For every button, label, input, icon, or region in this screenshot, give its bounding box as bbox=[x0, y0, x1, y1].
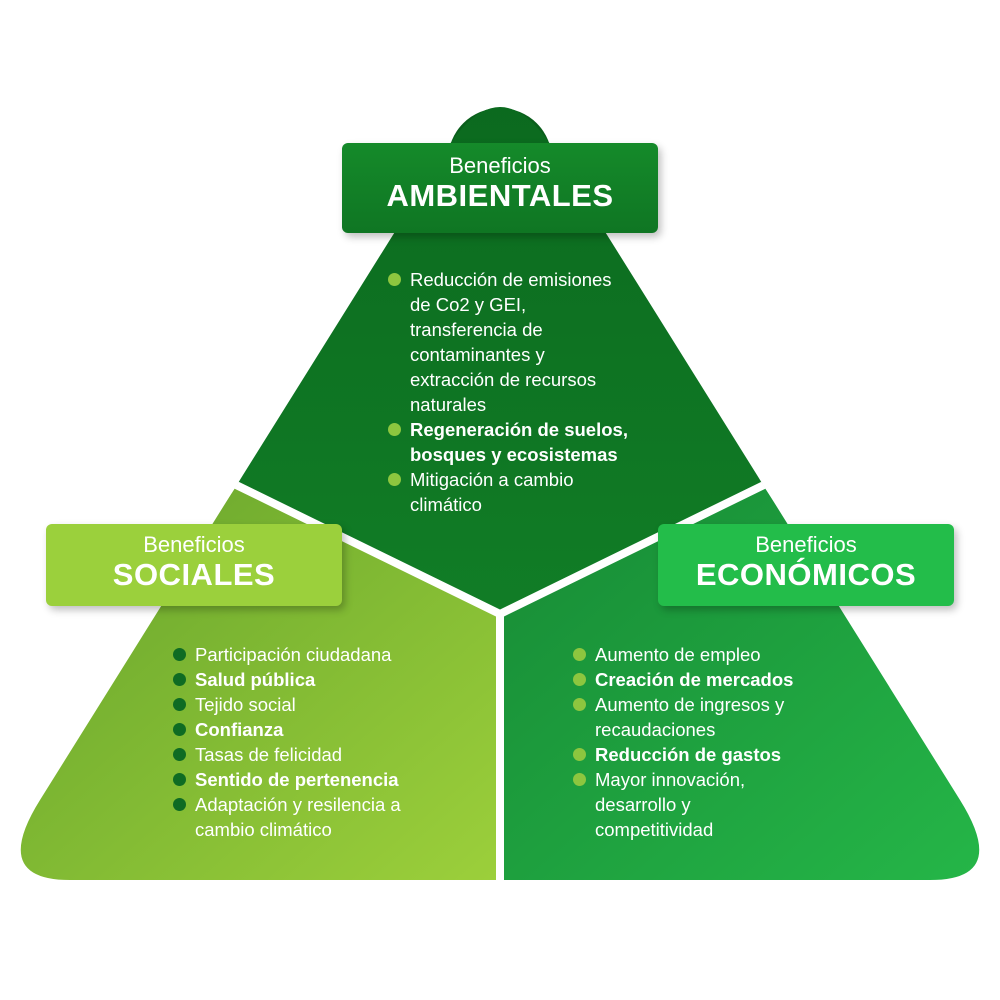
item-text: Adaptación y resilencia a cambio climáti… bbox=[195, 794, 401, 840]
list-item: Participación ciudadana bbox=[173, 642, 463, 667]
list-item: Tasas de felicidad bbox=[173, 742, 463, 767]
bullet-icon bbox=[573, 648, 586, 661]
label-economicos: Beneficios ECONÓMICOS bbox=[658, 524, 954, 606]
list-item: Sentido de pertenencia bbox=[173, 767, 463, 792]
bullet-icon bbox=[388, 273, 401, 286]
item-text: Aumento de empleo bbox=[595, 644, 761, 665]
list-item: Mayor innovación, desarrollo y competiti… bbox=[573, 767, 800, 842]
list-item: Mitigación a cambio climático bbox=[388, 467, 650, 517]
list-item: Aumento de empleo bbox=[573, 642, 843, 667]
label-ambientales: Beneficios AMBIENTALES bbox=[342, 143, 658, 233]
item-text: Reducción de emisiones de Co2 y GEI, tra… bbox=[410, 269, 612, 415]
bullet-icon bbox=[173, 723, 186, 736]
bullet-icon bbox=[173, 673, 186, 686]
label-subtitle: Beneficios bbox=[755, 532, 857, 557]
bullet-icon bbox=[573, 698, 586, 711]
item-text: Tasas de felicidad bbox=[195, 744, 343, 765]
item-text: Aumento de ingresos y recaudaciones bbox=[595, 694, 785, 740]
item-text: Sentido de pertenencia bbox=[195, 769, 399, 790]
list-item: Reducción de emisiones de Co2 y GEI, tra… bbox=[388, 267, 628, 417]
label-title: AMBIENTALES bbox=[386, 178, 614, 213]
sector-ambientales bbox=[237, 107, 763, 612]
bullet-icon bbox=[388, 473, 401, 486]
bullet-icon bbox=[573, 673, 586, 686]
bullet-icon bbox=[173, 748, 186, 761]
list-item: Reducción de gastos bbox=[573, 742, 843, 767]
list-item: Tejido social bbox=[173, 692, 463, 717]
item-text: Salud pública bbox=[195, 669, 316, 690]
bullet-icon bbox=[173, 698, 186, 711]
list-item: Creación de mercados bbox=[573, 667, 843, 692]
item-text: Regeneración de suelos, bosques y ecosis… bbox=[410, 419, 628, 465]
item-text: Participación ciudadana bbox=[195, 644, 392, 665]
list-economicos: Aumento de empleo Creación de mercados A… bbox=[573, 642, 843, 842]
bullet-icon bbox=[173, 773, 186, 786]
list-item: Aumento de ingresos y recaudaciones bbox=[573, 692, 825, 742]
label-sociales: Beneficios SOCIALES bbox=[46, 524, 342, 606]
sector-sociales bbox=[20, 485, 500, 880]
item-text: Mitigación a cambio climático bbox=[410, 469, 574, 515]
label-title: ECONÓMICOS bbox=[695, 557, 917, 592]
item-text: Tejido social bbox=[195, 694, 296, 715]
list-sociales: Participación ciudadana Salud pública Te… bbox=[173, 642, 463, 842]
list-ambientales: Reducción de emisiones de Co2 y GEI, tra… bbox=[388, 267, 678, 517]
item-text: Confianza bbox=[195, 719, 284, 740]
bullet-icon bbox=[173, 798, 186, 811]
bullet-icon bbox=[573, 748, 586, 761]
bullet-icon bbox=[388, 423, 401, 436]
item-text: Mayor innovación, desarrollo y competiti… bbox=[595, 769, 746, 840]
item-text: Reducción de gastos bbox=[595, 744, 782, 765]
label-subtitle: Beneficios bbox=[449, 153, 551, 178]
list-item: Regeneración de suelos, bosques y ecosis… bbox=[388, 417, 685, 467]
list-item: Adaptación y resilencia a cambio climáti… bbox=[173, 792, 455, 842]
item-text: Creación de mercados bbox=[595, 669, 794, 690]
list-item: Confianza bbox=[173, 717, 463, 742]
sector-economicos bbox=[500, 485, 980, 880]
bullet-icon bbox=[573, 773, 586, 786]
label-title: SOCIALES bbox=[112, 557, 276, 592]
list-item: Salud pública bbox=[173, 667, 463, 692]
bullet-icon bbox=[173, 648, 186, 661]
label-subtitle: Beneficios bbox=[143, 532, 245, 557]
